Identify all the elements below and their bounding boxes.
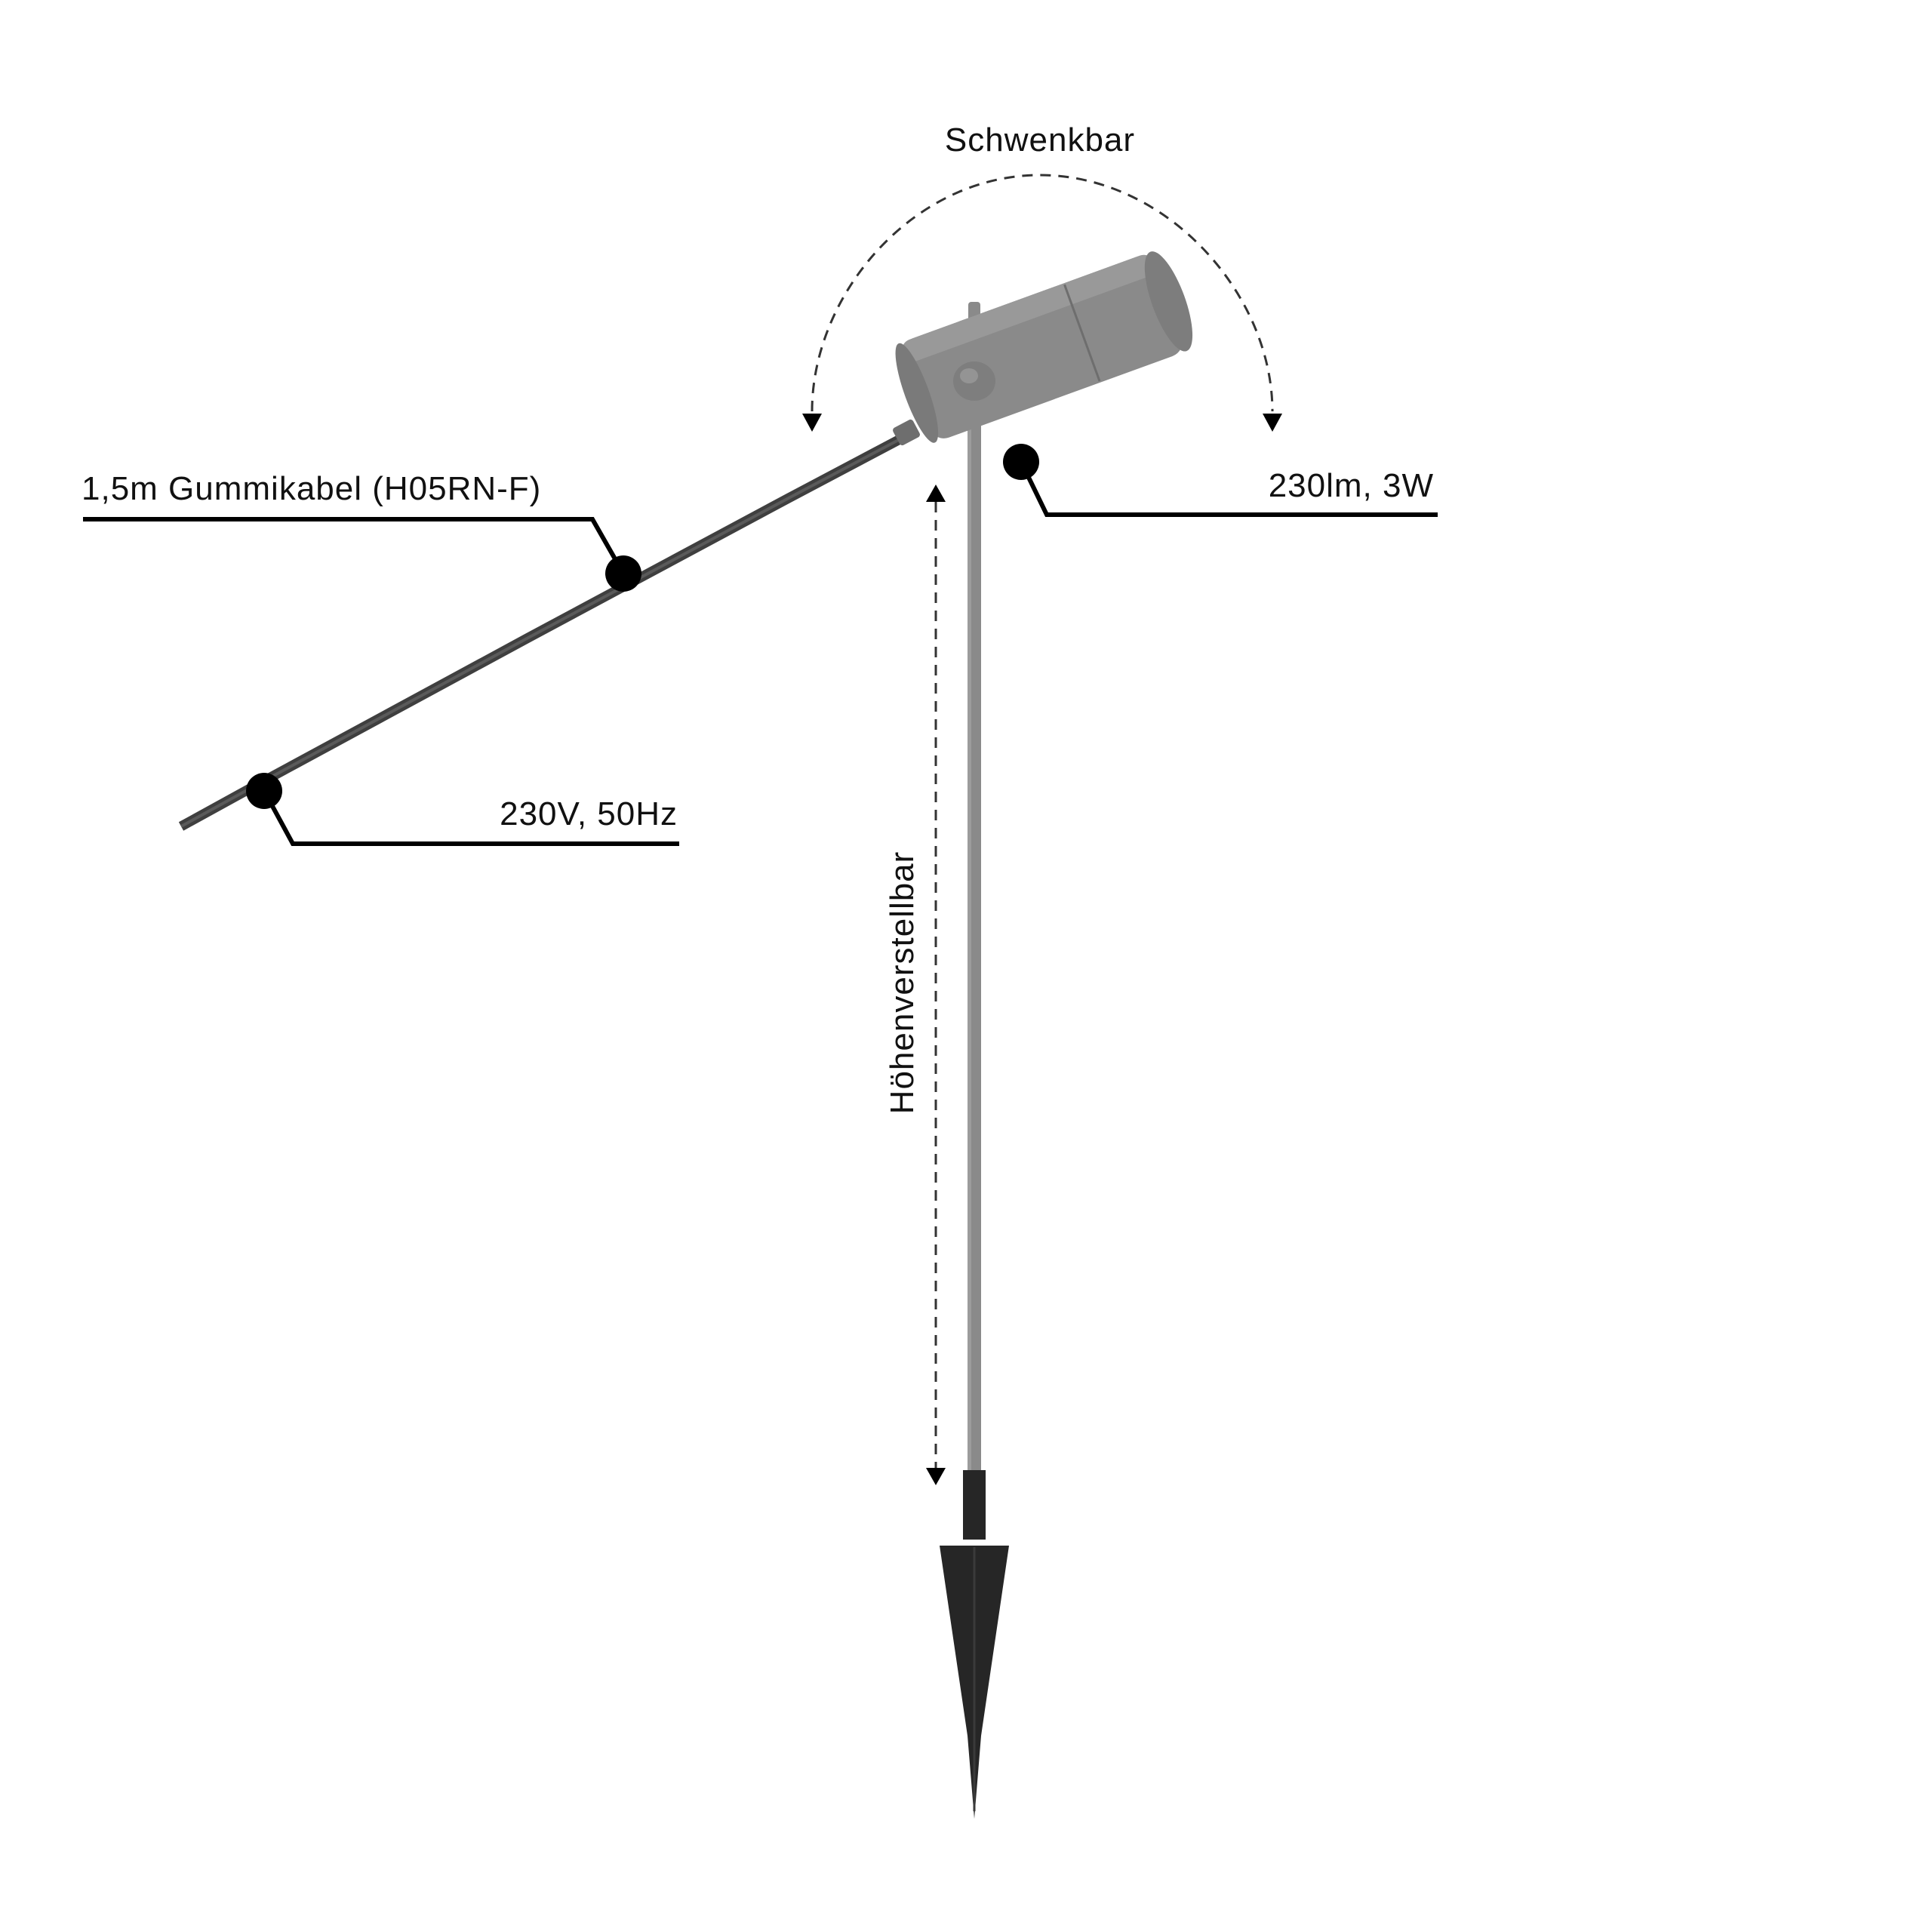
spike-collar: [963, 1470, 986, 1540]
ground-spike: [940, 1470, 1009, 1819]
swivel-label: Schwenkbar: [945, 122, 1135, 158]
swivel-arrow-left-icon: [802, 414, 822, 432]
output-label: 230lm, 3W: [1269, 467, 1434, 504]
height-indicator: Höhenverstellbar: [884, 485, 946, 1485]
pole: [968, 302, 981, 1483]
callout-voltage-dot: [246, 773, 282, 809]
height-label: Höhenverstellbar: [884, 851, 921, 1115]
callout-voltage: 230V, 50Hz: [246, 773, 679, 846]
spot-front: [1144, 251, 1193, 352]
cable-gland: [893, 419, 920, 446]
callout-output: 230lm, 3W: [1003, 444, 1438, 517]
cable-label: 1,5m Gummikabel (H05RN-F): [82, 470, 541, 507]
height-arrow-up-icon: [926, 485, 946, 502]
spot-head: [895, 251, 1193, 443]
swivel-arrow-right-icon: [1263, 414, 1282, 432]
callout-cable: 1,5m Gummikabel (H05RN-F): [82, 470, 641, 592]
height-arrow-down-icon: [926, 1468, 946, 1485]
hinge: [953, 361, 995, 401]
voltage-label: 230V, 50Hz: [500, 795, 678, 832]
swivel-indicator: [802, 174, 1282, 432]
callout-output-dot: [1003, 444, 1039, 480]
swivel-arc: [811, 174, 1274, 412]
callout-cable-dot: [605, 555, 641, 592]
cable: [178, 419, 920, 831]
